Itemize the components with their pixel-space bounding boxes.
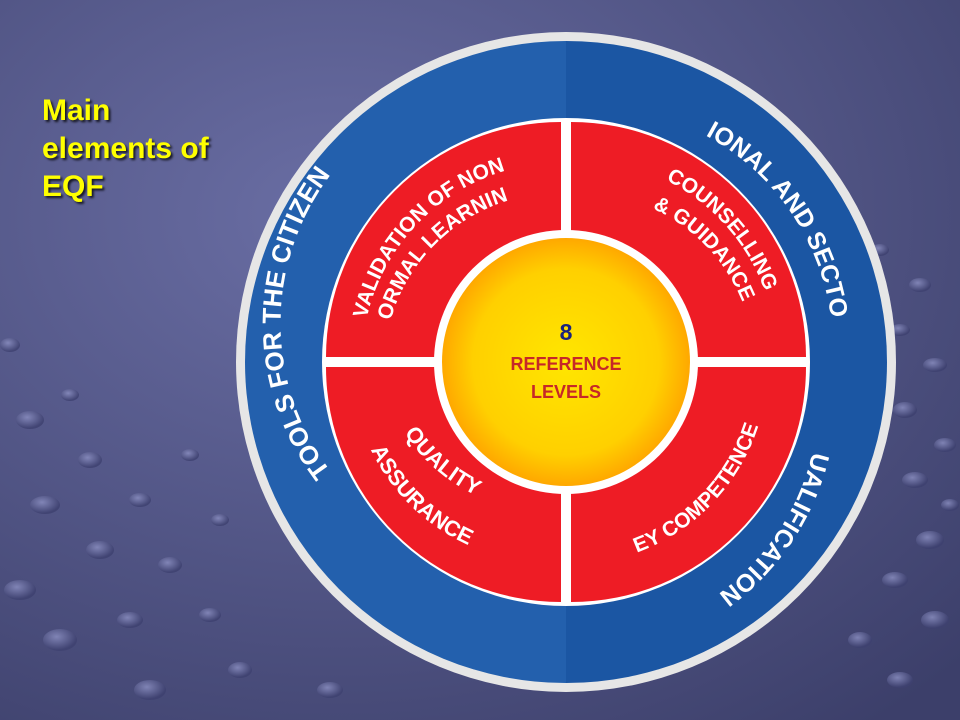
background-dots — [0, 244, 959, 700]
title-line-3: EQF — [42, 170, 104, 203]
center-label-line1: REFERENCE — [510, 354, 621, 374]
title-line-1: Main — [42, 94, 111, 127]
slide-title: Main elements of EQF — [42, 92, 262, 206]
center-label-line2: LEVELS — [531, 382, 601, 402]
title-line-2: elements of — [42, 132, 209, 165]
center-circle — [442, 238, 690, 486]
center-number: 8 — [560, 319, 573, 345]
